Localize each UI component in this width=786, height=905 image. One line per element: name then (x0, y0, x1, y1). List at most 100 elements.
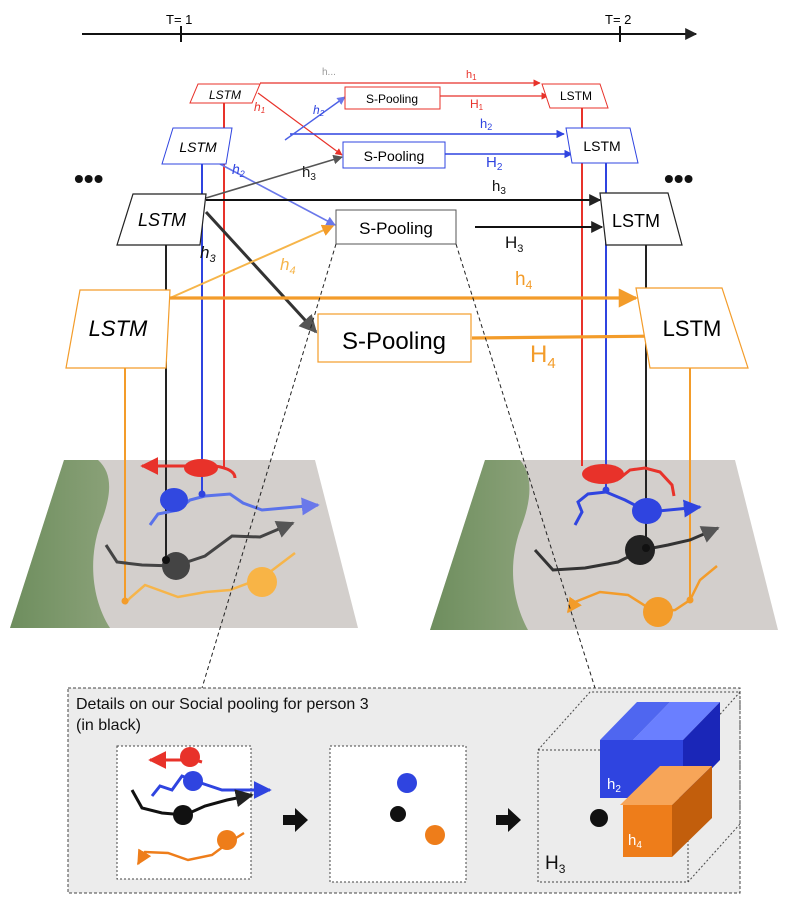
anchor-orange-right (686, 596, 694, 604)
label-h2-left: h2 (232, 161, 245, 179)
flow-arrows (169, 79, 666, 346)
label-h2-right: h2 (480, 116, 492, 132)
detail-traj-blue (150, 774, 272, 799)
detail-dot-blue (397, 773, 417, 793)
spool-label-2: S-Pooling (364, 148, 425, 164)
arrow-blue-to-spool1 (284, 96, 346, 141)
lstm-label-right-3: LSTM (612, 211, 660, 231)
label-h1-right: h1 (466, 69, 477, 82)
cube-dot-black (590, 809, 608, 827)
spool-label-4: S-Pooling (342, 328, 446, 355)
arrow-blue-to-spool3 (219, 163, 336, 226)
lstm-box-right-1 (541, 83, 609, 109)
anchor-blue-right (602, 486, 610, 494)
t1-label: T= 1 (166, 12, 192, 27)
detail-dot-orange (425, 825, 445, 845)
person-blue-left (160, 488, 188, 512)
spool-label-1: S-Pooling (366, 92, 418, 106)
bar-blue-top-left (600, 702, 670, 740)
spool-box-3 (335, 209, 457, 245)
details-panel: Details on our Social pooling for person… (67, 687, 741, 894)
bar-orange-front (623, 805, 672, 857)
grass-left (10, 460, 110, 628)
lstm-box-left-2 (161, 127, 233, 165)
detail-person-orange (217, 830, 237, 850)
lstm-label-left-1: LSTM (209, 88, 241, 102)
lstm-box-left-4 (65, 289, 171, 369)
scene-left (10, 460, 358, 628)
trajectory-blue-left (148, 492, 320, 526)
cube-label-H3: H3 (545, 853, 566, 876)
details-title-line1: Details on our Social pooling for person… (76, 696, 369, 713)
trajectory-red-right (619, 466, 676, 497)
person-blue-right (632, 498, 662, 524)
arrow-orange-H4 (471, 326, 666, 346)
anchor-black-right (642, 544, 650, 552)
lstm-label-left-3: LSTM (138, 210, 186, 230)
bar-blue-top (633, 702, 720, 740)
label-H3: H3 (505, 233, 523, 255)
detail-arrow-1 (283, 808, 308, 832)
label-faded-h: h... (322, 67, 336, 78)
bar-orange-side (672, 766, 712, 857)
lstm-label-right-4: LSTM (663, 316, 722, 341)
person-black-right (625, 535, 655, 565)
label-h3-right: h3 (492, 178, 506, 197)
detail-person-blue (183, 771, 203, 791)
person-red-left (184, 459, 218, 477)
label-h2-up: h2 (313, 103, 325, 118)
person-orange-left (247, 567, 277, 597)
t2-label: T= 2 (605, 12, 631, 27)
ellipsis-left: ••• (74, 163, 103, 194)
arrow-red-to-spool2 (257, 92, 343, 156)
detail-arrow-2 (496, 808, 521, 832)
detail-person-black (173, 805, 193, 825)
grass-right (430, 460, 530, 630)
label-H1: H1 (470, 97, 484, 112)
anchor-blue-left (198, 490, 206, 498)
lstm-box-right-4 (635, 287, 749, 369)
lstm-box-left-3 (116, 193, 207, 246)
trajectories-right (533, 464, 720, 627)
zoom-line-right (455, 243, 596, 689)
spool-box-1 (344, 86, 441, 110)
timeline: T= 1 T= 2 (82, 12, 698, 42)
spool-box-2 (342, 141, 446, 169)
detail-person-red (180, 747, 200, 767)
lstm-box-right-3 (599, 192, 683, 246)
cube-edges-back (537, 691, 741, 883)
cube-label-h4: h4 (628, 832, 642, 851)
label-h4-right: h4 (515, 269, 533, 292)
lstm-box-left-1 (189, 83, 261, 104)
spool-box-4 (317, 313, 472, 363)
lstm-label-left-4: LSTM (89, 316, 148, 341)
spool-label-3: S-Pooling (359, 219, 433, 238)
details-title-line2: (in black) (76, 717, 141, 734)
arrow-black-to-spool4 (204, 210, 318, 334)
lstm-box-right-2 (565, 127, 639, 164)
lstm-left: LSTM LSTM LSTM LSTM (65, 83, 261, 369)
lstm-right: LSTM LSTM LSTM LSTM (541, 83, 749, 369)
scene-right (430, 460, 778, 630)
label-h3-up: h3 (302, 164, 316, 183)
label-H4: H4 (530, 341, 556, 372)
zoom-lines (201, 243, 596, 689)
anchor-black-left (162, 556, 170, 564)
trajectory-black-left (104, 521, 295, 568)
cube-label-h2: h2 (607, 776, 621, 795)
trajectories-left (104, 457, 320, 605)
label-h1-left: h1 (254, 100, 265, 115)
ellipsis-right: ••• (664, 163, 693, 194)
arrow-orange-to-spool3 (169, 224, 335, 299)
spooling-boxes: S-Pooling S-Pooling S-Pooling S-Pooling (317, 86, 472, 363)
person-orange-right (643, 597, 673, 627)
anchor-orange-left (121, 597, 129, 605)
lstm-label-left-2: LSTM (179, 139, 217, 155)
person-red-right (582, 464, 624, 484)
lstm-label-right-2: LSTM (583, 138, 620, 154)
detail-dot-black (390, 806, 406, 822)
bar-orange-top (620, 766, 712, 805)
lstm-label-right-1: LSTM (560, 89, 592, 103)
label-h3-left: h3 (200, 243, 216, 265)
